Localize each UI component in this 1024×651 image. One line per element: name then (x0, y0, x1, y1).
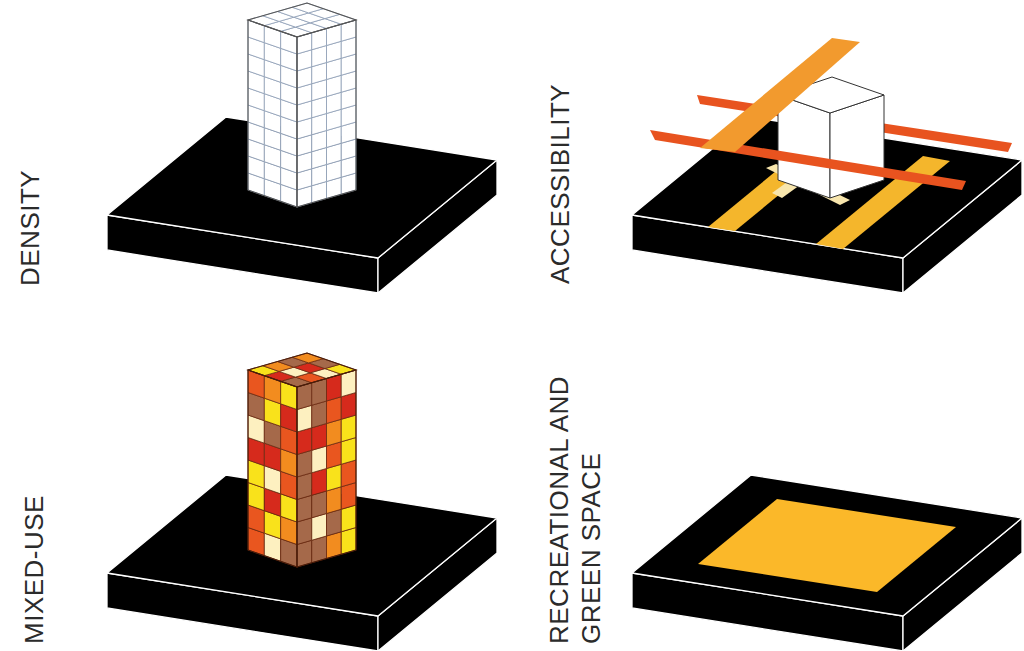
tower-cell (292, 353, 323, 363)
panel-label: ACCESSIBILITY (544, 44, 576, 284)
elevated-route (700, 38, 860, 152)
tower-outline (248, 370, 297, 567)
density-tower (248, 3, 356, 207)
tower-cell (292, 3, 323, 13)
mixed-use-tower (248, 353, 356, 567)
recreation-slab (632, 475, 1022, 651)
tower-outline (297, 370, 356, 567)
green-space (698, 499, 956, 592)
tower-outline (248, 20, 297, 207)
tower-outline (248, 353, 356, 387)
tower-outline (248, 3, 356, 37)
elevated-route (650, 130, 966, 190)
panel-label: DENSITY (14, 86, 46, 286)
mixed-use-slab (107, 475, 497, 651)
panel-label: MIXED-USE (18, 444, 50, 644)
panel-label: RECREATIONAL AND GREEN SPACE (543, 344, 607, 644)
tower-outline (297, 20, 356, 207)
